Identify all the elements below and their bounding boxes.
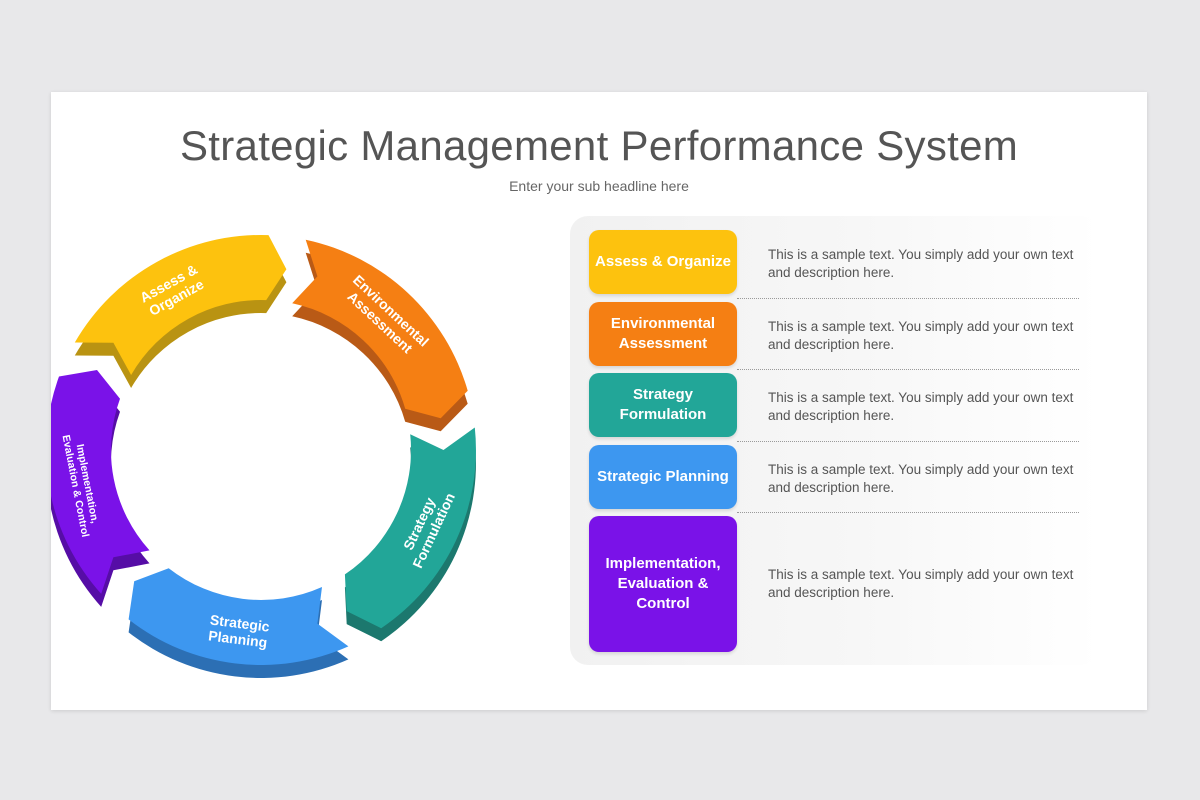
segment-formulation: StrategyFormulation bbox=[344, 427, 476, 642]
segment-label-planning: StrategicPlanning bbox=[207, 611, 271, 650]
segment-planning: StrategicPlanning bbox=[128, 568, 349, 678]
divider bbox=[737, 298, 1079, 299]
page-subtitle: Enter your sub headline here bbox=[509, 178, 689, 194]
step-description: This is a sample text. You simply add yo… bbox=[768, 462, 1074, 495]
segment-planning-face bbox=[128, 568, 349, 665]
segment-implementation-face bbox=[51, 370, 150, 594]
segment-environmental: EnvironmentalAssessment bbox=[292, 239, 468, 432]
step-description: This is a sample text. You simply add yo… bbox=[768, 390, 1074, 423]
segment-formulation-face bbox=[344, 427, 476, 629]
segment-assess-face bbox=[74, 234, 287, 375]
segment-assess: Assess &Organize bbox=[74, 234, 287, 388]
divider bbox=[737, 441, 1079, 442]
slide: Strategic Management Performance System … bbox=[51, 92, 1147, 710]
description-panel: Assess & Organize This is a sample text.… bbox=[570, 216, 1100, 665]
step-description: This is a sample text. You simply add yo… bbox=[768, 567, 1074, 600]
divider bbox=[737, 369, 1079, 370]
page-title: Strategic Management Performance System bbox=[179, 122, 1019, 169]
step-badge-formulation: Strategy Formulation bbox=[589, 373, 737, 437]
step-description: This is a sample text. You simply add yo… bbox=[768, 319, 1074, 352]
step-badge-planning: Strategic Planning bbox=[589, 445, 737, 509]
step-badge-implementation: Implementation, Evaluation & Control bbox=[589, 516, 737, 652]
step-description: This is a sample text. You simply add yo… bbox=[768, 247, 1074, 280]
divider bbox=[737, 512, 1079, 513]
segment-implementation: Implementation,Evaluation & Control bbox=[51, 370, 150, 607]
step-badge-assess: Assess & Organize bbox=[589, 230, 737, 294]
step-badge-environmental: Environmental Assessment bbox=[589, 302, 737, 366]
segment-environmental-face bbox=[292, 239, 468, 419]
